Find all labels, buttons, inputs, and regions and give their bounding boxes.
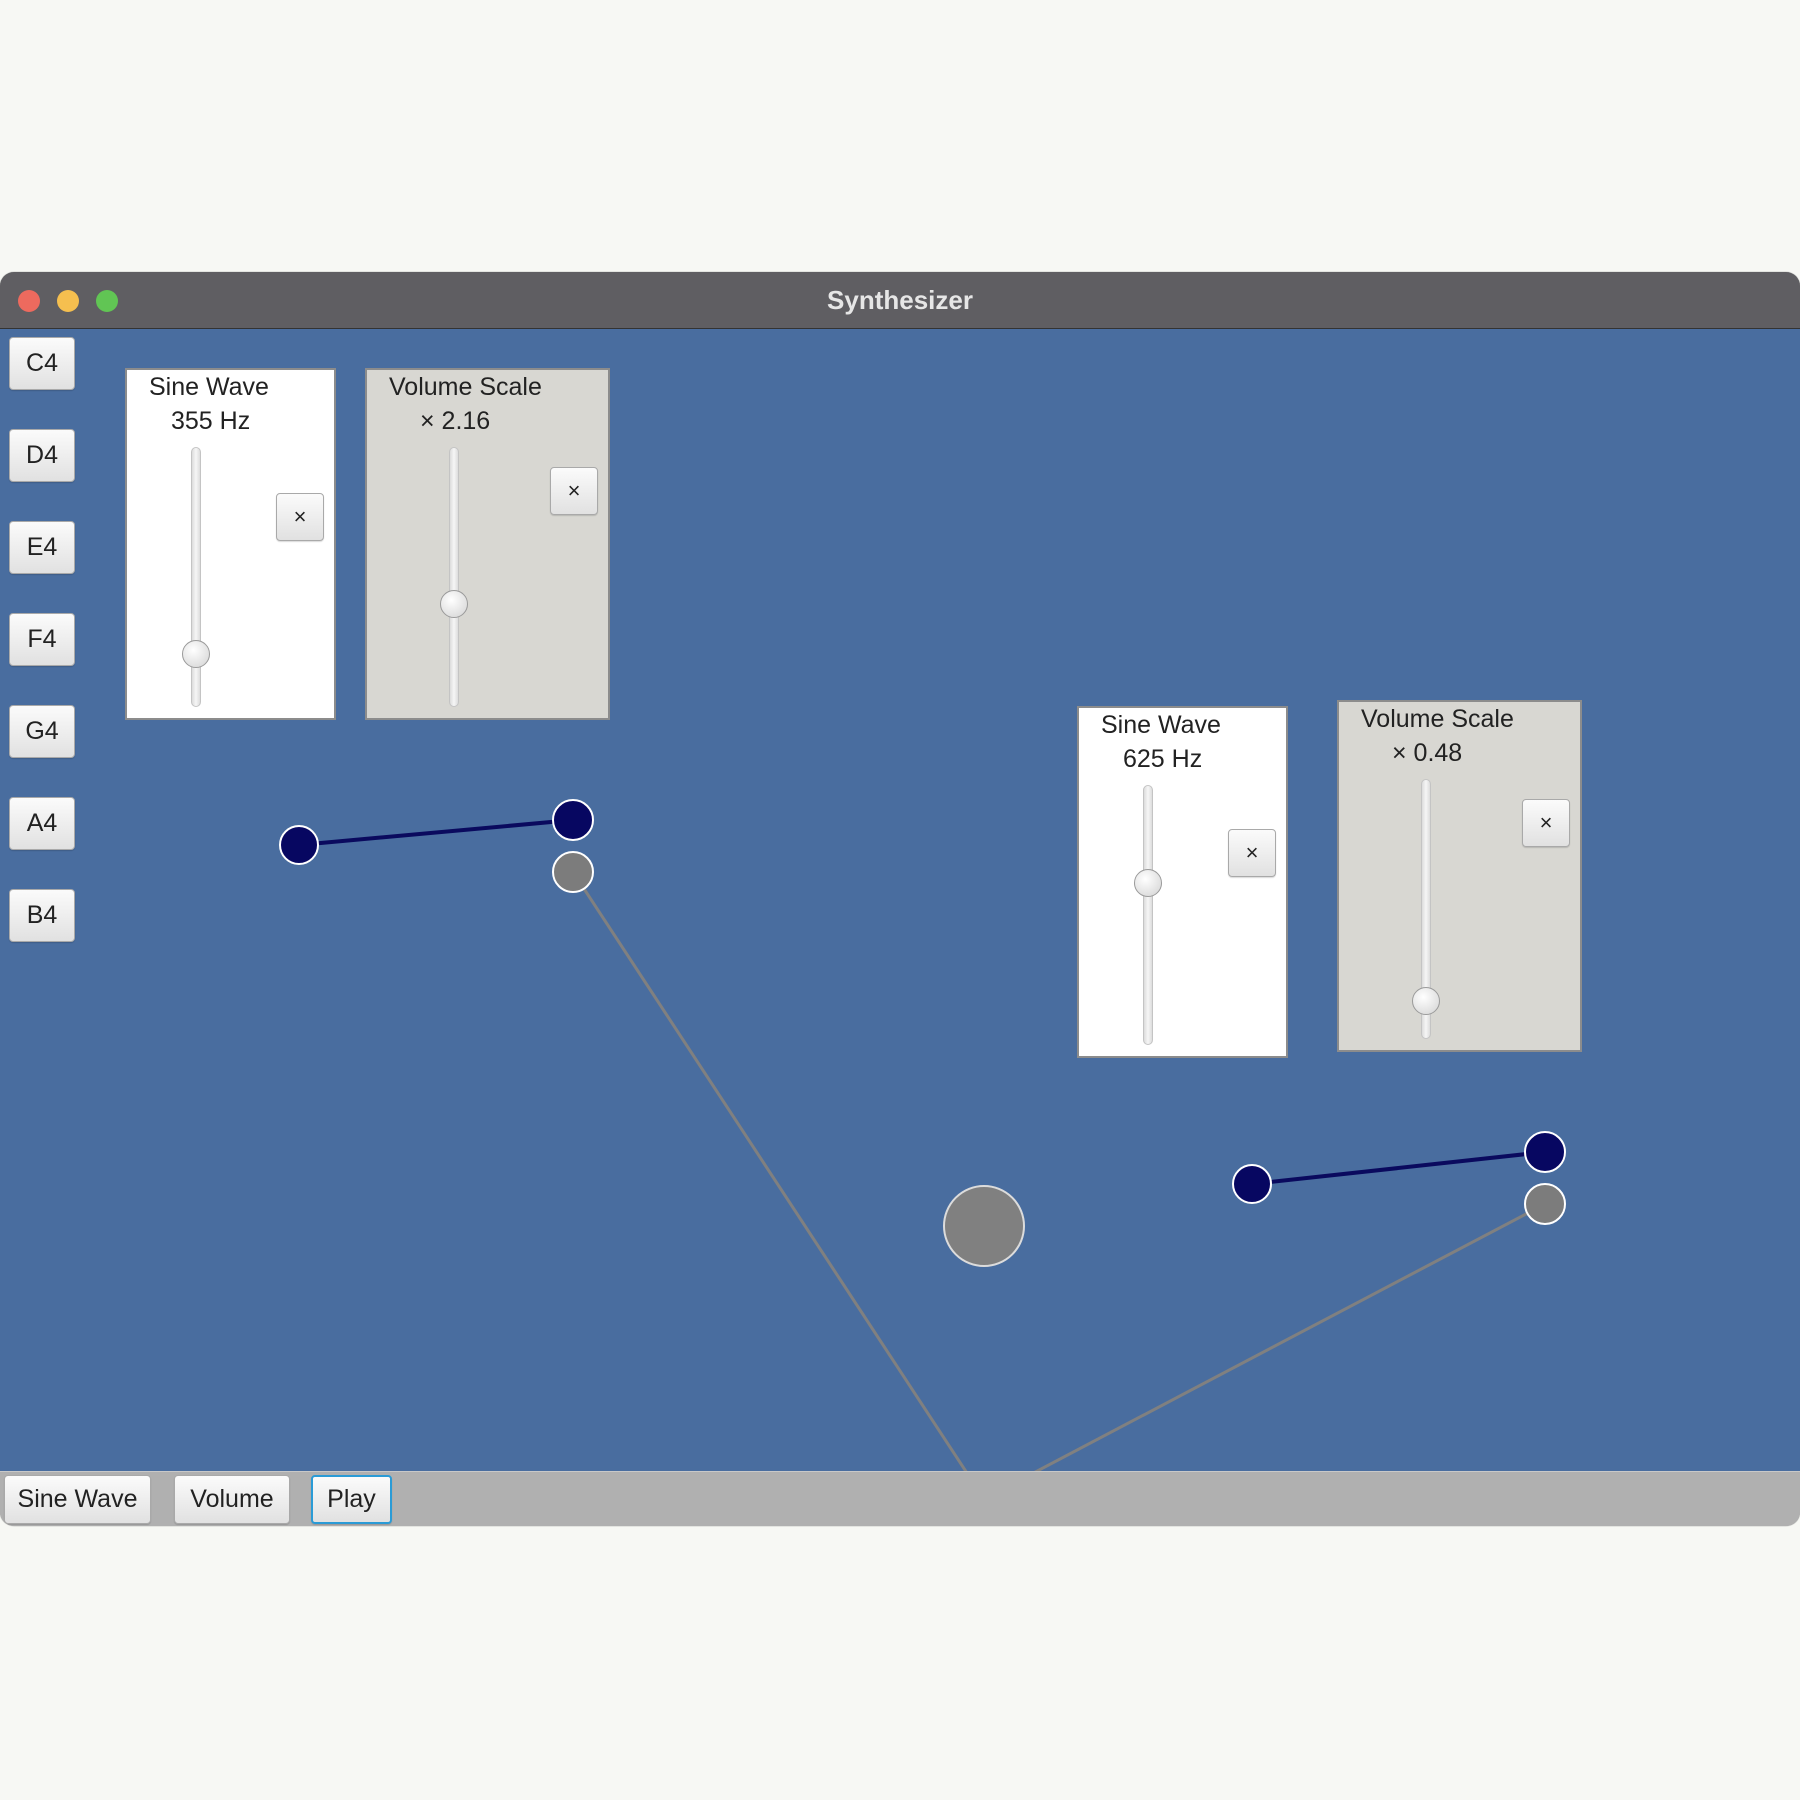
close-module-button[interactable]: × bbox=[276, 493, 324, 541]
note-button-d4[interactable]: D4 bbox=[9, 429, 75, 482]
sine-1-output-port[interactable] bbox=[279, 825, 319, 865]
patch-canvas[interactable]: C4 D4 E4 F4 G4 A4 B4 Sine Wave 355 Hz × … bbox=[0, 329, 1800, 1471]
volume-2-output-port[interactable] bbox=[1524, 1131, 1566, 1173]
note-button-c4[interactable]: C4 bbox=[9, 337, 75, 390]
scale-label: × 0.48 bbox=[1392, 739, 1463, 767]
minimize-window-button[interactable] bbox=[57, 290, 79, 312]
sine-wave-module-1[interactable]: Sine Wave 355 Hz × bbox=[125, 368, 336, 720]
title-bar: Synthesizer bbox=[0, 272, 1800, 329]
frequency-label: 625 Hz bbox=[1123, 745, 1203, 773]
frequency-slider-track[interactable] bbox=[1143, 785, 1153, 1045]
note-button-b4[interactable]: B4 bbox=[9, 889, 75, 942]
synthesizer-window: Synthesizer C4 D4 E4 F4 G4 A4 B4 Sine Wa… bbox=[0, 272, 1800, 1526]
volume-scale-module-2[interactable]: Volume Scale × 0.48 × bbox=[1337, 700, 1582, 1052]
close-module-button[interactable]: × bbox=[1228, 829, 1276, 877]
wire-sine1-to-volume1 bbox=[298, 818, 574, 847]
speaker-output-node[interactable] bbox=[943, 1185, 1025, 1267]
note-button-f4[interactable]: F4 bbox=[9, 613, 75, 666]
module-type-label: Sine Wave bbox=[149, 373, 269, 401]
note-button-a4[interactable]: A4 bbox=[9, 797, 75, 850]
volume-slider-track[interactable] bbox=[449, 447, 459, 707]
window-title: Synthesizer bbox=[827, 285, 973, 315]
volume-slider-thumb[interactable] bbox=[440, 590, 468, 618]
frequency-slider-track[interactable] bbox=[191, 447, 201, 707]
add-sine-wave-button[interactable]: Sine Wave bbox=[4, 1475, 151, 1524]
volume-2-input-port[interactable] bbox=[1524, 1183, 1566, 1225]
bottom-toolbar: Sine Wave Volume Play bbox=[0, 1471, 1800, 1526]
frequency-label: 355 Hz bbox=[171, 407, 251, 435]
frequency-slider-thumb[interactable] bbox=[182, 640, 210, 668]
volume-1-output-port[interactable] bbox=[552, 799, 594, 841]
add-volume-button[interactable]: Volume bbox=[174, 1475, 290, 1524]
wire-volume1-to-speaker bbox=[571, 871, 968, 1471]
close-module-button[interactable]: × bbox=[1522, 799, 1570, 847]
volume-1-input-port[interactable] bbox=[552, 851, 594, 893]
wire-sine2-to-volume2 bbox=[1251, 1150, 1546, 1186]
volume-scale-module-1[interactable]: Volume Scale × 2.16 × bbox=[365, 368, 610, 720]
module-type-label: Volume Scale bbox=[389, 373, 542, 401]
scale-label: × 2.16 bbox=[420, 407, 491, 435]
sine-2-output-port[interactable] bbox=[1232, 1164, 1272, 1204]
module-type-label: Sine Wave bbox=[1101, 711, 1221, 739]
play-button[interactable]: Play bbox=[311, 1475, 392, 1524]
frequency-slider-thumb[interactable] bbox=[1134, 869, 1162, 897]
wire-volume2-to-speaker bbox=[1034, 1202, 1546, 1471]
note-button-e4[interactable]: E4 bbox=[9, 521, 75, 574]
volume-slider-track[interactable] bbox=[1421, 779, 1431, 1039]
close-window-button[interactable] bbox=[18, 290, 40, 312]
zoom-window-button[interactable] bbox=[96, 290, 118, 312]
note-button-g4[interactable]: G4 bbox=[9, 705, 75, 758]
sine-wave-module-2[interactable]: Sine Wave 625 Hz × bbox=[1077, 706, 1288, 1058]
close-module-button[interactable]: × bbox=[550, 467, 598, 515]
volume-slider-thumb[interactable] bbox=[1412, 987, 1440, 1015]
module-type-label: Volume Scale bbox=[1361, 705, 1514, 733]
